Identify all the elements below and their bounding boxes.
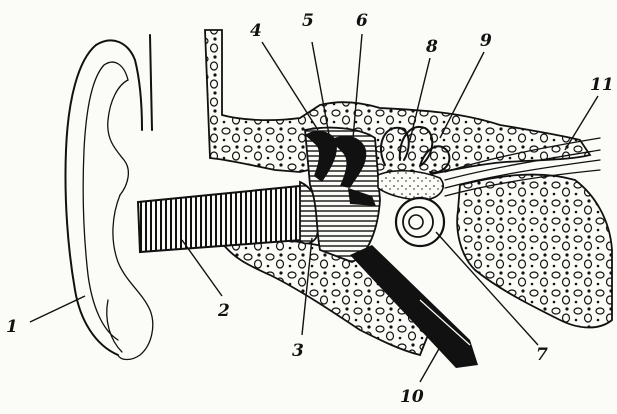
label-2: 2 (217, 301, 230, 321)
label-4: 4 (250, 21, 262, 41)
ear-canal (138, 186, 302, 252)
auricle (65, 35, 152, 360)
label-1: 1 (6, 317, 18, 337)
label-8: 8 (425, 37, 438, 57)
cochlea (396, 198, 444, 246)
label-11: 11 (590, 75, 614, 95)
label-9: 9 (480, 31, 492, 51)
label-6: 6 (356, 11, 368, 31)
label-5: 5 (302, 11, 314, 31)
temporal-bone (205, 30, 590, 180)
skull-base-bone (457, 175, 612, 328)
label-10: 10 (400, 387, 424, 407)
label-7: 7 (536, 345, 548, 365)
label-3: 3 (292, 341, 304, 361)
vestibule (378, 171, 443, 200)
